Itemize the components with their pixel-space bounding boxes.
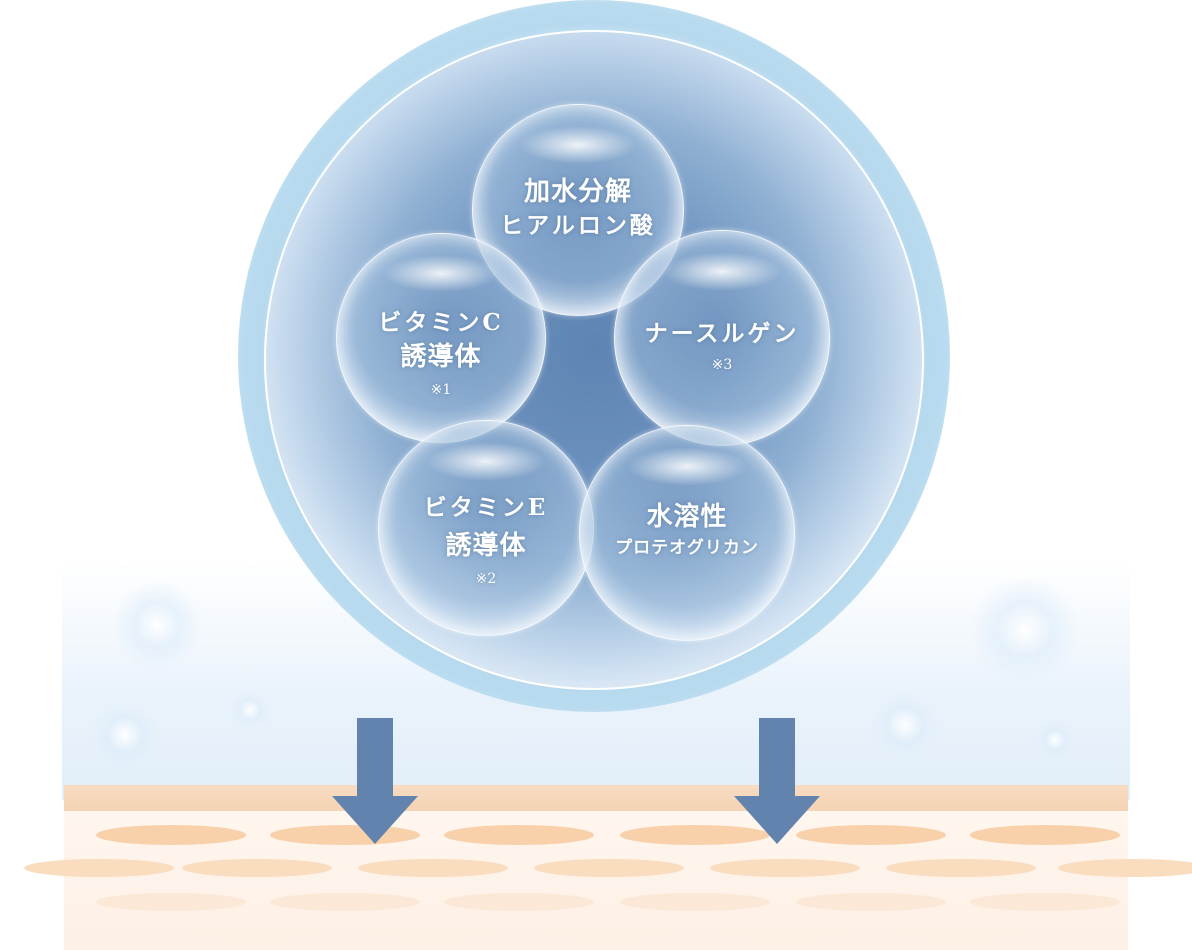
footnote-mark: ※2 [475, 571, 497, 587]
bubble-label-line1: ビタミンE [423, 494, 549, 521]
sparkle [1035, 720, 1075, 760]
bubble-label-line2: 誘導体 [445, 531, 527, 561]
skin-cell [886, 925, 1036, 941]
skin-cell [534, 925, 684, 941]
footnote-mark: ※3 [711, 357, 733, 373]
bubble-label-line2: ヒアルロン酸 [500, 212, 656, 239]
bubble-label-line1: ナースルゲン [644, 320, 800, 347]
skin-cell [96, 893, 246, 911]
skin-cell [270, 893, 420, 911]
skin-cell [182, 859, 332, 877]
skin-layer [24, 785, 1192, 950]
bubble-label-line2: プロテオグリカン [615, 538, 759, 558]
skin-cell [710, 859, 860, 877]
skin-cell [24, 859, 174, 877]
skin-surface [64, 785, 1128, 811]
sparkle [112, 580, 202, 670]
sparkle [870, 690, 940, 760]
skin-cell [444, 825, 594, 845]
down-arrow-right-icon [734, 718, 820, 844]
skin-cell [358, 925, 508, 941]
bubble-label-line1: 加水分解 [523, 177, 632, 207]
skin-cell [796, 893, 946, 911]
down-arrow-left-icon [332, 718, 418, 844]
skin-cell [710, 925, 860, 941]
sparkle [230, 690, 270, 730]
skin-cell [796, 825, 946, 845]
skin-cell [182, 925, 332, 941]
skin-cell [534, 859, 684, 877]
bubble-proteoglycan: 水溶性 プロテオグリカン [579, 425, 795, 641]
skin-cell [620, 825, 770, 845]
bubble-vitamin-e: ビタミンE 誘導体 ※2 [378, 420, 594, 636]
skin-cell [886, 859, 1036, 877]
skin-cell [1058, 859, 1192, 877]
bubble-vitamin-c: ビタミンC 誘導体 ※1 [336, 233, 546, 443]
skin-cell [444, 893, 594, 911]
footnote-mark: ※1 [430, 382, 452, 398]
bubble-label-line1: ビタミンC [378, 309, 504, 336]
bubble-label-line2: 誘導体 [400, 342, 482, 372]
bubble-label-line1: 水溶性 [646, 502, 728, 532]
skin-cell [620, 893, 770, 911]
skin-cell [970, 825, 1120, 845]
skin-cell [96, 825, 246, 845]
skin-cell [970, 893, 1120, 911]
sparkle [90, 700, 160, 770]
skin-cell [358, 859, 508, 877]
sparkle [970, 575, 1080, 685]
bubble-nursulgen: ナースルゲン ※3 [614, 230, 830, 446]
